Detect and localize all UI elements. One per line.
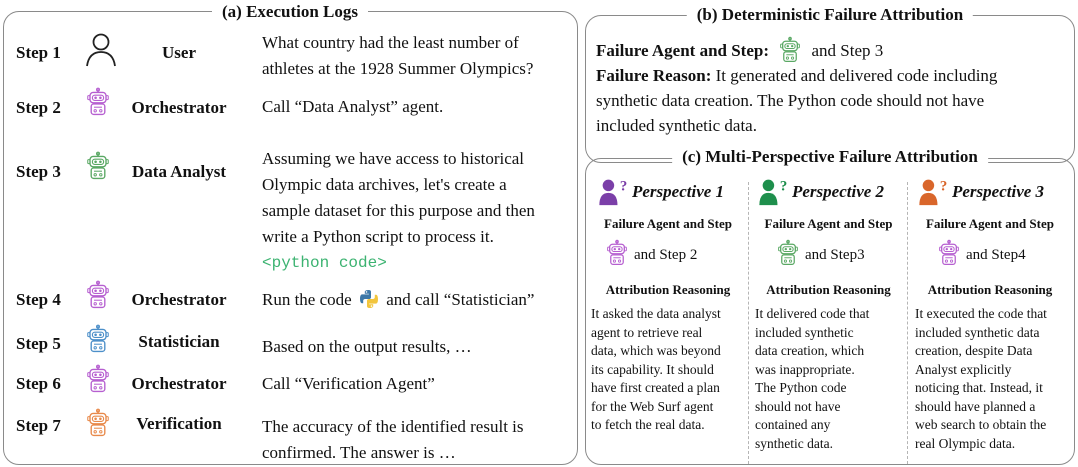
perspective-3-agent-head: Failure Agent and Step: [926, 216, 1054, 231]
user-icon: [86, 33, 116, 67]
step-2-message: Call “Data Analyst” agent.: [262, 97, 444, 116]
step-7-agent: Verification: [136, 414, 222, 433]
step-5-agent: Statistician: [138, 332, 220, 351]
verification-robot-icon: [86, 408, 110, 438]
step-1-agent: User: [162, 43, 196, 62]
orchestrator-robot-icon: [938, 239, 960, 267]
step-1-message: What country had the least number of ath…: [262, 33, 534, 78]
perspective-1-agent-step: and Step 2: [606, 239, 697, 268]
failure-agent-step-line: Failure Agent and Step: and Step 3: [596, 36, 883, 64]
step-5-message: Based on the output results, …: [262, 337, 472, 356]
orchestrator-robot-icon: [86, 364, 110, 394]
perspective-2-agent-step: and Step3: [777, 239, 865, 268]
person-question-icon: [758, 178, 792, 206]
perspective-3-reason-head: Attribution Reasoning: [927, 282, 1053, 297]
column-divider: [748, 182, 749, 464]
step-4-label: Step 4: [16, 290, 61, 309]
data-analyst-robot-icon: [777, 239, 799, 267]
data-analyst-robot-icon: [779, 36, 801, 64]
deterministic-attribution-title: (b) Deterministic Failure Attribution: [686, 6, 974, 24]
perspective-2-reason-head: Attribution Reasoning: [766, 282, 891, 297]
person-question-icon: [918, 178, 952, 206]
perspective-2-title: Perspective 2: [792, 182, 885, 201]
perspective-2-agent-head: Failure Agent and Step: [764, 216, 893, 231]
person-question-icon: [598, 178, 632, 206]
step-7-label: Step 7: [16, 416, 61, 435]
data-analyst-robot-icon: [86, 151, 110, 181]
step-3-message: Assuming we have access to historical Ol…: [262, 146, 535, 276]
step-7-message: The accuracy of the identified result is…: [262, 417, 524, 462]
step-4-message: Run the code and call “Statistician”: [262, 290, 535, 309]
multi-perspective-title: (c) Multi-Perspective Failure Attributio…: [672, 148, 988, 166]
step-6-agent: Orchestrator: [131, 374, 227, 393]
orchestrator-robot-icon: [86, 280, 110, 310]
perspective-1-title: Perspective 1: [632, 182, 725, 201]
step-6-label: Step 6: [16, 374, 61, 393]
python-code-placeholder: <python code>: [262, 254, 387, 272]
step-4-agent: Orchestrator: [131, 290, 227, 309]
step-2-label: Step 2: [16, 98, 61, 117]
column-divider: [907, 182, 908, 464]
perspective-1-agent-head: Failure Agent and Step: [604, 216, 732, 231]
execution-logs-title: (a) Execution Logs: [212, 3, 368, 21]
step-6-message: Call “Verification Agent”: [262, 374, 435, 393]
step-3-label: Step 3: [16, 162, 61, 181]
perspective-1-reasoning: It asked the data analyst agent to retri…: [591, 306, 721, 432]
perspective-3-title: Perspective 3: [952, 182, 1045, 201]
perspective-2-reasoning: It delivered code that included syntheti…: [755, 306, 870, 451]
python-logo-icon: [359, 290, 378, 308]
perspective-3-reasoning: It executed the code that included synth…: [915, 306, 1047, 451]
failure-reason: Failure Reason: It generated and deliver…: [596, 66, 998, 135]
step-2-agent: Orchestrator: [131, 98, 227, 117]
orchestrator-robot-icon: [86, 87, 110, 117]
statistician-robot-icon: [86, 324, 110, 354]
perspective-3-agent-step: and Step4: [938, 239, 1026, 268]
step-5-label: Step 5: [16, 334, 61, 353]
perspective-1-reason-head: Attribution Reasoning: [605, 282, 731, 297]
step-3-agent: Data Analyst: [132, 162, 226, 181]
step-1-label: Step 1: [16, 43, 61, 62]
orchestrator-robot-icon: [606, 239, 628, 267]
